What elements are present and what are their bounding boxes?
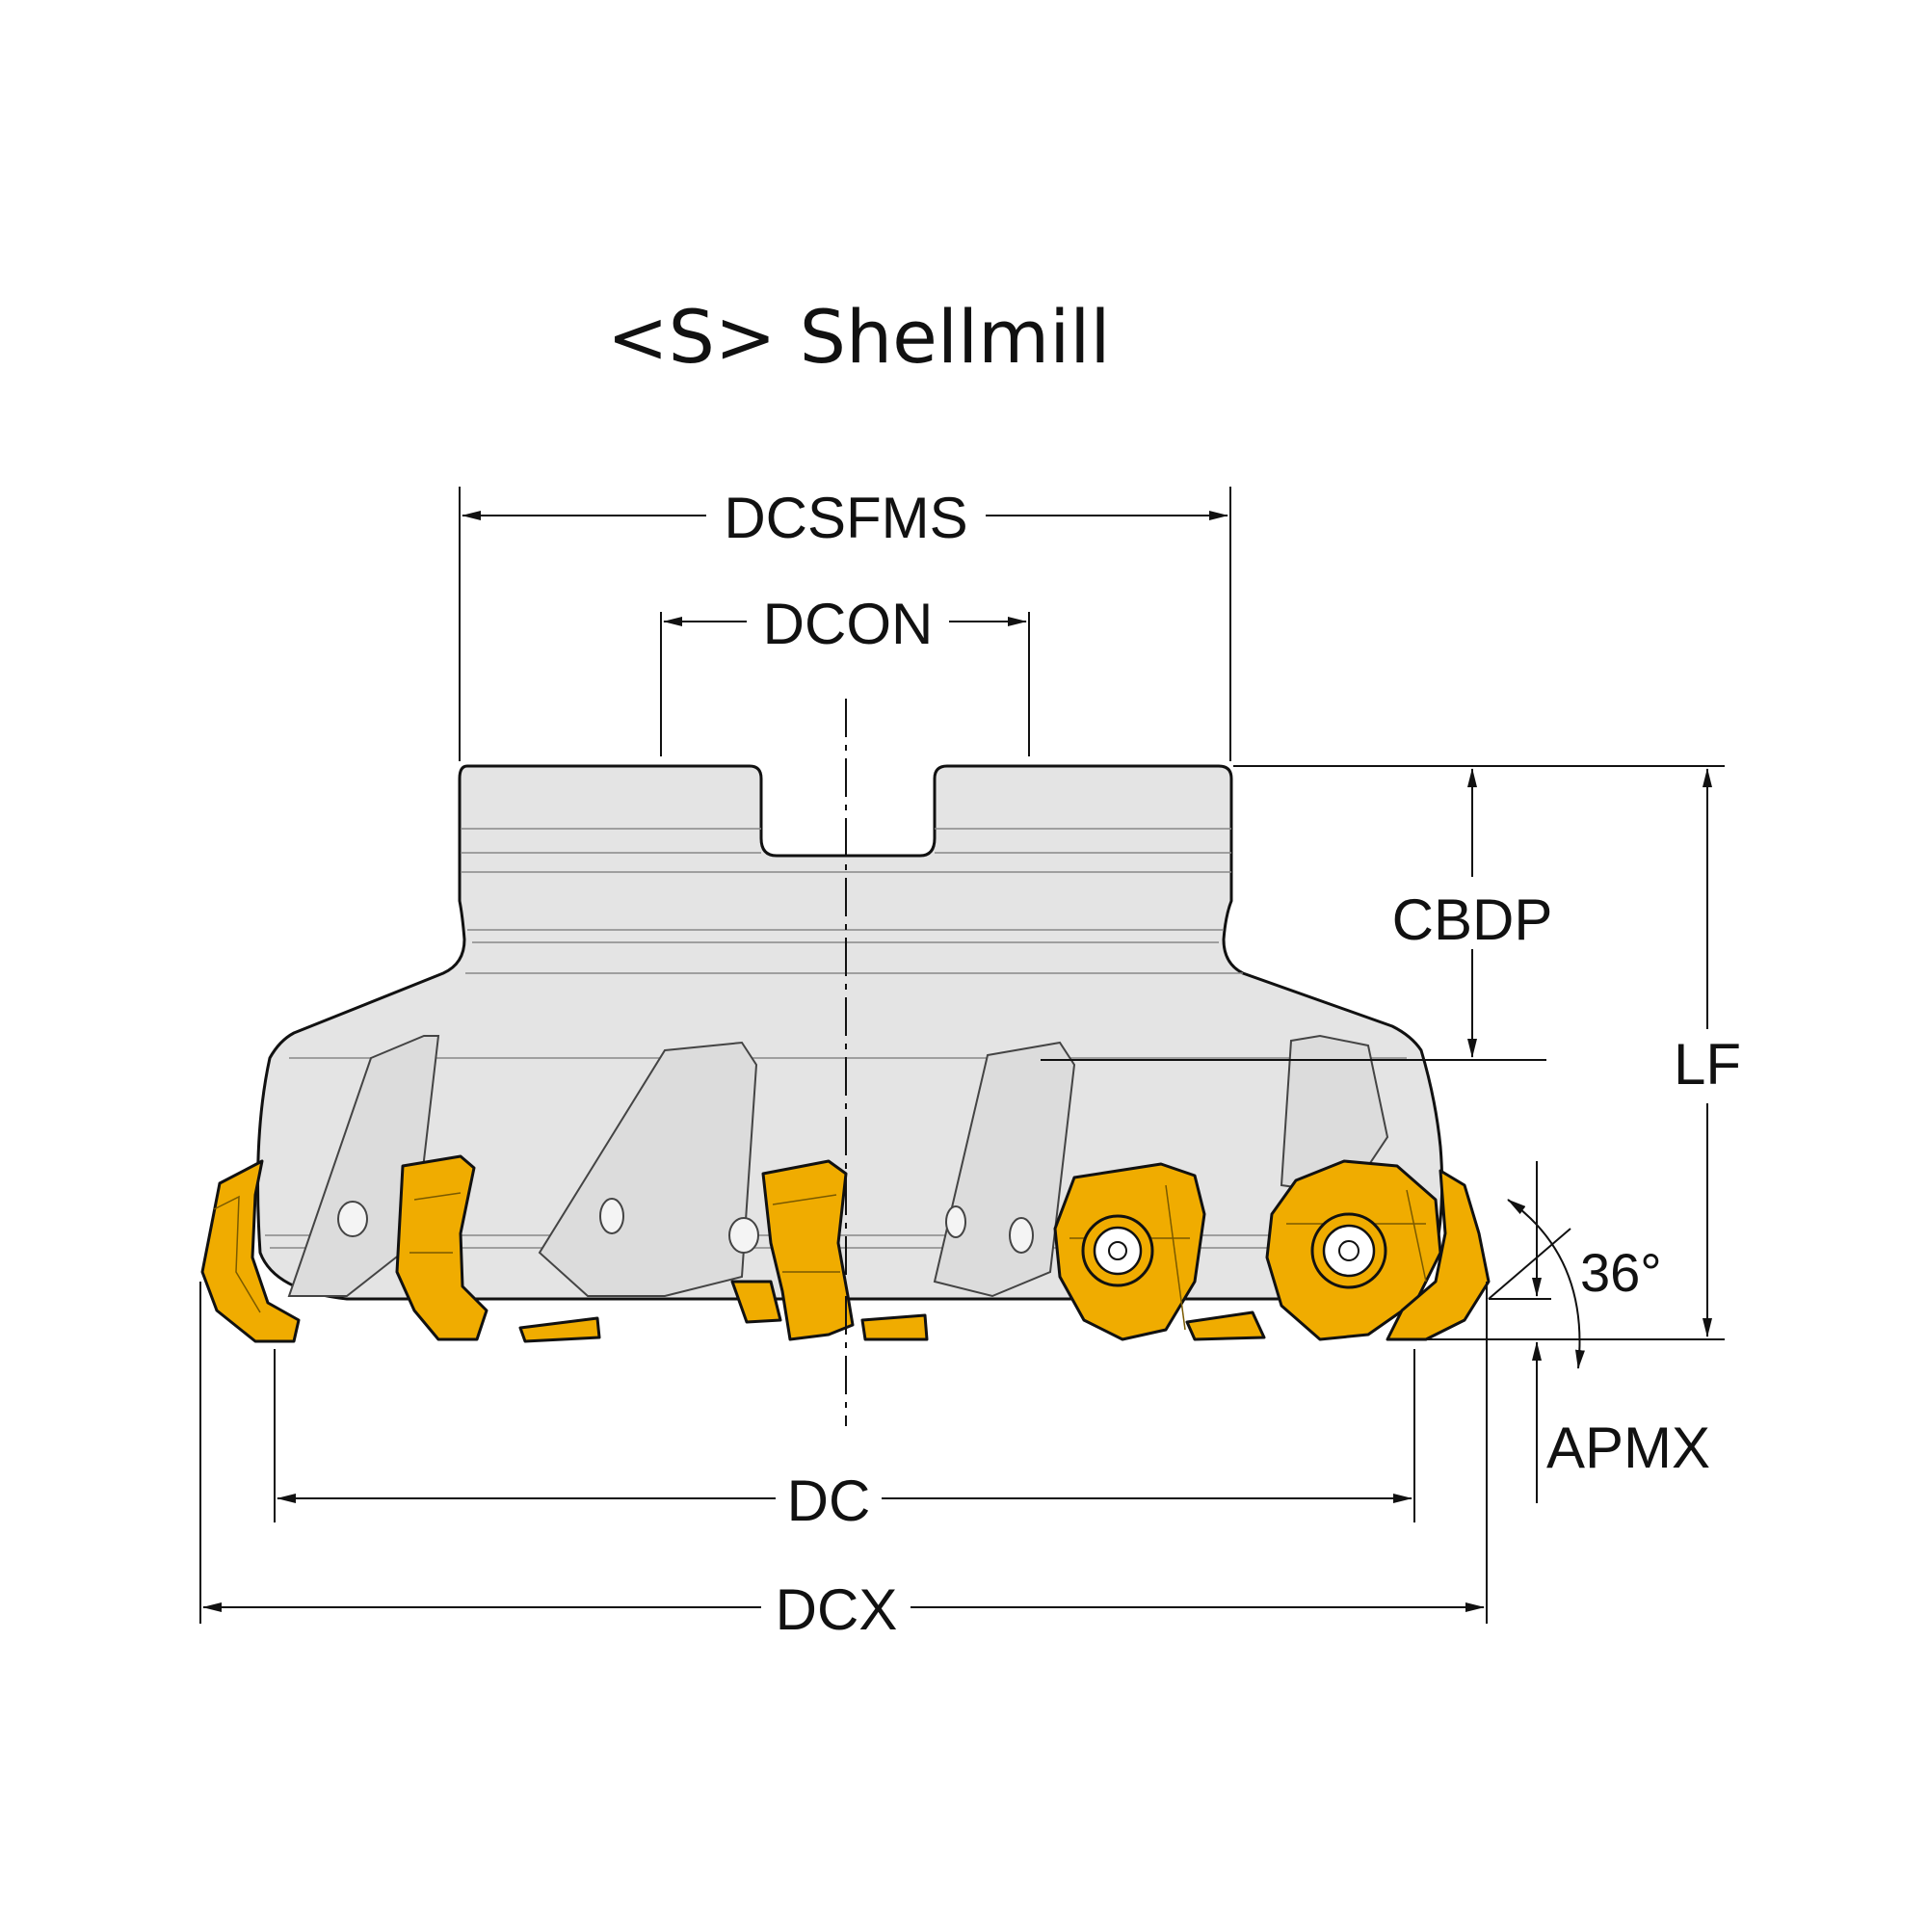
insert-3-tail-b: [860, 1313, 929, 1341]
label-dcon: DCON: [763, 592, 934, 656]
screw-hole: [337, 1201, 368, 1237]
insert-5-tail: [1185, 1310, 1266, 1341]
torx-screws: [1081, 1212, 1387, 1289]
torx-socket: [1108, 1241, 1127, 1260]
chip-pocket: [1280, 1034, 1389, 1197]
screw-hole: [945, 1205, 966, 1238]
chip-pocket: [538, 1041, 758, 1297]
insert-3: [761, 1159, 855, 1341]
dimension-lines: [199, 487, 1725, 1624]
label-angle: 36°: [1580, 1242, 1662, 1303]
screw-hole: [728, 1217, 759, 1254]
label-dc: DC: [787, 1469, 871, 1533]
label-lf: LF: [1674, 1032, 1741, 1097]
label-dcx: DCX: [776, 1577, 898, 1642]
label-apmx: APMX: [1546, 1416, 1710, 1480]
label-dcsfms: DCSFMS: [724, 486, 967, 550]
dimension-labels: DCSFMS DCON CBDP LF 36° APMX DC DCX: [724, 486, 1741, 1642]
screw-hole: [1009, 1217, 1034, 1254]
screw-hole: [599, 1198, 624, 1234]
page-title: <S> Shellmill: [607, 294, 1111, 380]
label-cbdp: CBDP: [1392, 887, 1553, 952]
insert-left: [200, 1159, 301, 1343]
insert-3-tail: [730, 1280, 782, 1324]
chip-pocket: [933, 1041, 1076, 1298]
screw-holes: [337, 1198, 1034, 1254]
insert-2: [395, 1154, 488, 1341]
insert-2-tail: [518, 1316, 601, 1343]
torx-socket: [1338, 1240, 1359, 1261]
